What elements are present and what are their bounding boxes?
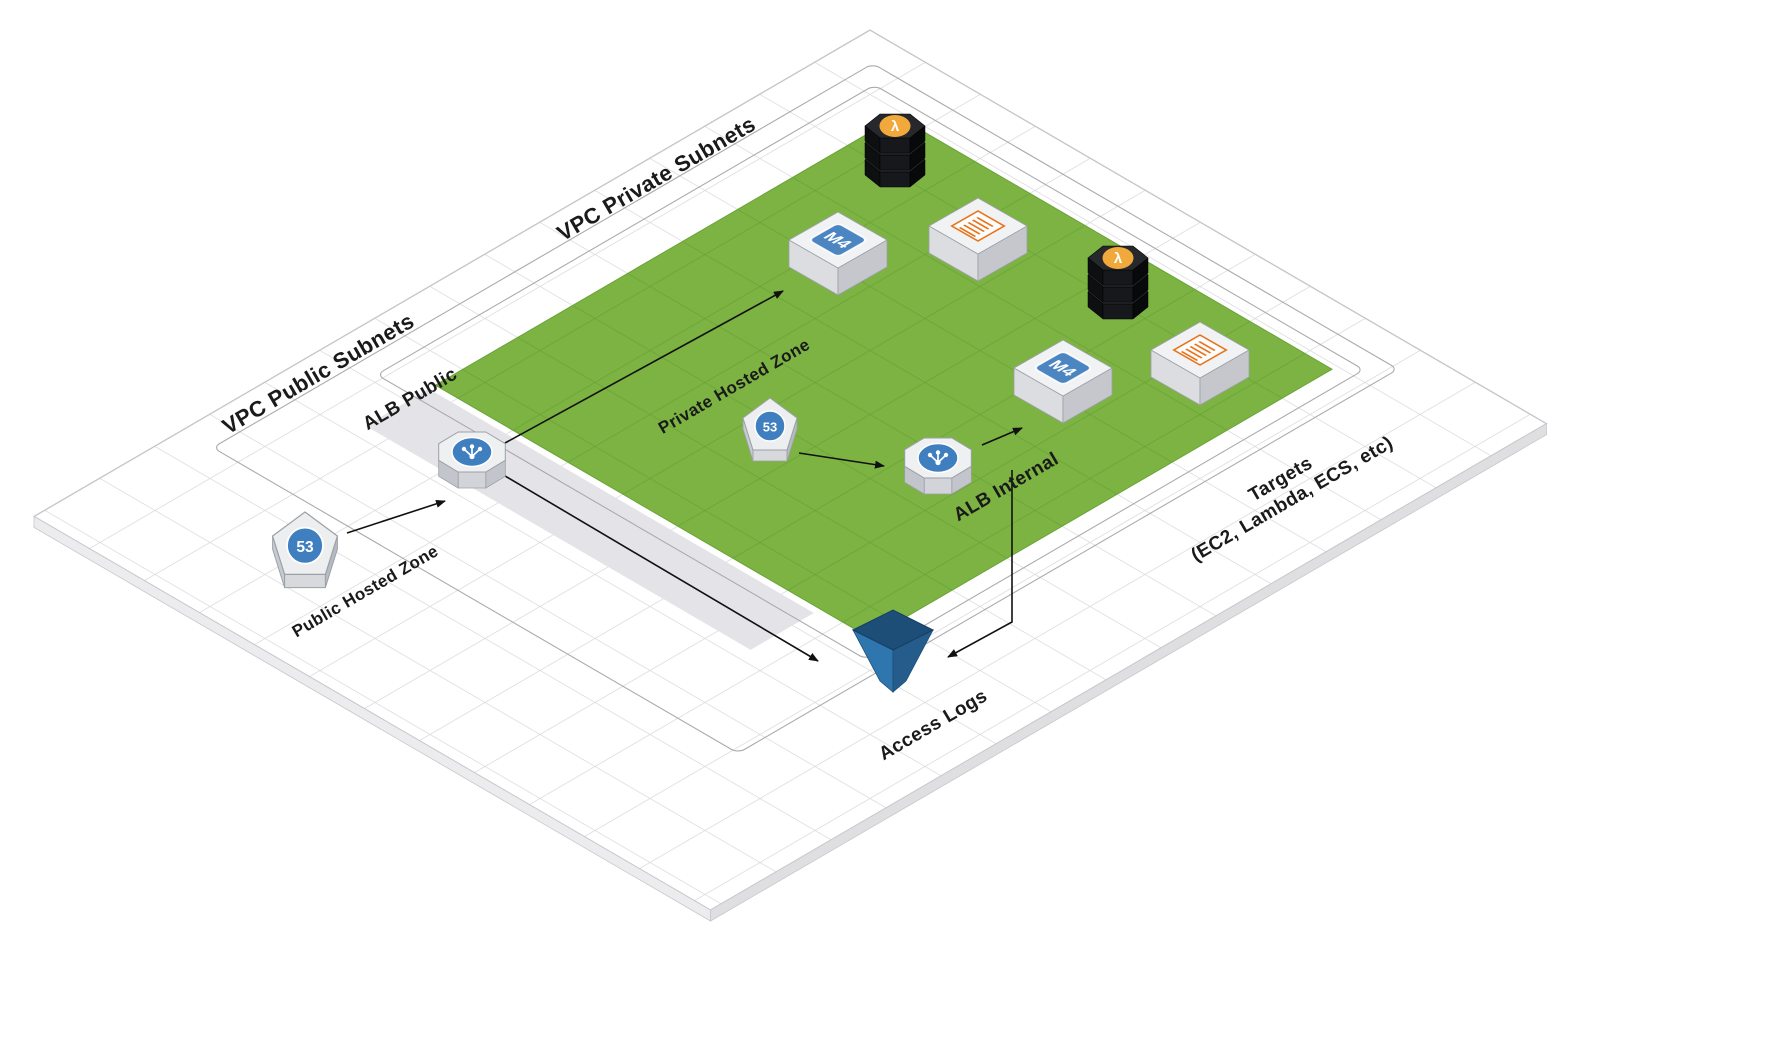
floor-edge-right bbox=[710, 422, 1547, 922]
iso-floor bbox=[34, 30, 1547, 910]
alb-public-icon bbox=[437, 431, 507, 489]
alb-internal-icon bbox=[903, 437, 973, 495]
arrow-private-dns-to-alb-internal bbox=[798, 452, 885, 469]
arrow-alb-internal-to-targets bbox=[981, 427, 1023, 446]
arrows bbox=[346, 290, 1023, 662]
lambda-icon-2 bbox=[1088, 246, 1148, 319]
lambda-icon-1 bbox=[865, 114, 925, 187]
arrow-alb-internal-to-access-logs bbox=[947, 470, 1013, 658]
vpc-frame-inner bbox=[377, 85, 1364, 659]
arrow-alb-public-to-access-logs bbox=[499, 472, 819, 662]
vpc-frame-outer bbox=[213, 64, 1398, 754]
arrow-public-dns-to-alb-public bbox=[346, 499, 446, 534]
arrow-alb-public-to-targets bbox=[504, 290, 784, 444]
